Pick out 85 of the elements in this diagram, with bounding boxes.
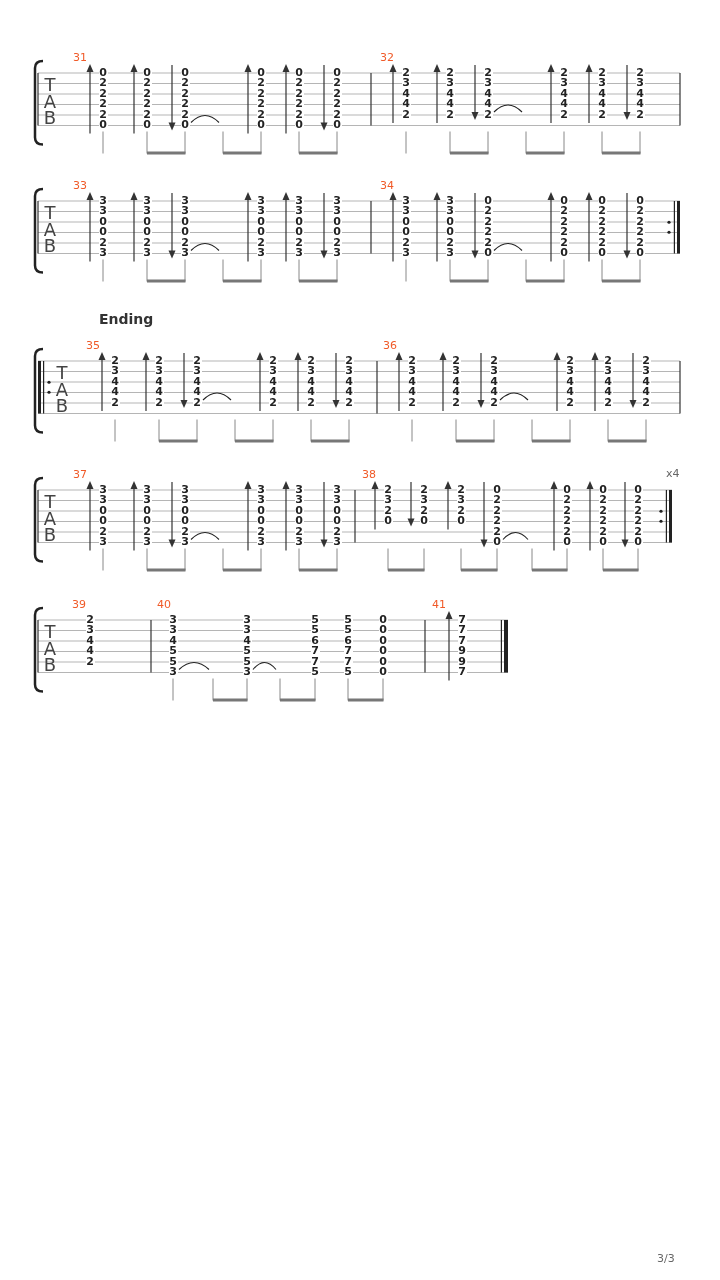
tab-clef-letter: B (43, 656, 57, 674)
fret-numbers: 0 2 2 2 2 0 (294, 67, 304, 131)
fret-numbers: 3 3 0 0 2 3 (98, 195, 108, 259)
tab-clef-letter: T (44, 204, 56, 222)
fret-numbers: 3 3 0 0 2 3 (332, 484, 342, 548)
measure-number: 35 (86, 339, 100, 351)
fret-numbers: 3 3 0 0 2 3 (256, 484, 266, 548)
tab-clef-letter: B (55, 397, 69, 415)
fret-numbers: 2 3 4 4 2 (344, 355, 354, 409)
fret-numbers: 0 2 2 2 2 0 (559, 195, 569, 259)
fret-numbers: 3 3 4 5 5 3 (242, 614, 252, 678)
fret-numbers: 3 3 0 0 2 3 (142, 195, 152, 259)
fret-numbers: 0 2 2 2 2 0 (597, 195, 607, 259)
fret-numbers: 3 3 0 0 2 3 (98, 484, 108, 548)
repeat-count: x4 (666, 467, 680, 479)
page-number: 3/3 (657, 1252, 675, 1264)
fret-numbers: 0 2 2 2 2 0 (142, 67, 152, 131)
fret-numbers: 0 2 2 2 2 0 (598, 484, 608, 548)
fret-numbers: 2 3 4 4 2 (306, 355, 316, 409)
fret-numbers: 2 3 4 4 2 (559, 67, 569, 121)
fret-numbers: 3 3 0 0 2 3 (294, 484, 304, 548)
fret-numbers: 2 3 4 4 2 (407, 355, 417, 409)
tab-clef-letter: T (44, 76, 56, 94)
fret-numbers: 3 3 0 0 2 3 (180, 484, 190, 548)
tab-clef-letter: A (43, 640, 57, 658)
fret-numbers: 2 3 4 4 2 (635, 67, 645, 121)
tab-clef-letter: B (43, 109, 57, 127)
fret-numbers: 3 3 0 0 2 3 (332, 195, 342, 259)
fret-numbers: 0 2 2 2 2 0 (492, 484, 502, 548)
fret-numbers: 0 2 2 2 2 0 (483, 195, 493, 259)
measure-number: 37 (73, 468, 87, 480)
measure-number: 38 (362, 468, 376, 480)
fret-numbers: 5 5 6 7 7 5 (343, 614, 353, 678)
tab-clef-letter: A (43, 221, 57, 239)
fret-numbers: 0 2 2 2 2 0 (256, 67, 266, 131)
fret-numbers: 0 0 0 0 0 0 (378, 614, 388, 678)
fret-numbers: 2 3 4 4 2 (483, 67, 493, 121)
fret-numbers: 2 3 2 0 (383, 484, 393, 527)
measure-number: 32 (380, 51, 394, 63)
measure-number: 33 (73, 179, 87, 191)
fret-numbers: 0 2 2 2 2 0 (332, 67, 342, 131)
fret-numbers: 2 3 4 4 2 (154, 355, 164, 409)
tab-clef-letter: A (43, 93, 57, 111)
tab-clef-letter: T (44, 493, 56, 511)
measure-number: 31 (73, 51, 87, 63)
measure-number: 39 (72, 598, 86, 610)
fret-numbers: 2 3 4 4 2 (401, 67, 411, 121)
tab-clef-letter: T (44, 623, 56, 641)
fret-numbers: 3 3 0 0 2 3 (180, 195, 190, 259)
fret-numbers: 2 3 4 4 2 (445, 67, 455, 121)
fret-numbers: 7 7 7 9 9 7 (457, 614, 467, 678)
fret-numbers: 2 3 4 4 2 (641, 355, 651, 409)
fret-numbers: 2 3 4 4 2 (489, 355, 499, 409)
fret-numbers: 2 3 4 4 2 (603, 355, 613, 409)
fret-numbers: 2 3 2 0 (419, 484, 429, 527)
fret-numbers: 2 3 4 4 2 (268, 355, 278, 409)
fret-numbers: 2 3 4 4 2 (451, 355, 461, 409)
fret-numbers: 5 5 6 7 7 5 (310, 614, 320, 678)
fret-numbers: 0 2 2 2 2 0 (180, 67, 190, 131)
fret-numbers: 2 3 4 4 2 (85, 614, 95, 668)
fret-numbers: 3 3 0 0 2 3 (445, 195, 455, 259)
tab-clef-letter: A (43, 510, 57, 528)
fret-numbers: 0 2 2 2 2 0 (562, 484, 572, 548)
fret-numbers: 0 2 2 2 2 0 (635, 195, 645, 259)
fret-numbers: 2 3 4 4 2 (597, 67, 607, 121)
fret-numbers: 3 3 0 0 2 3 (142, 484, 152, 548)
fret-numbers: 3 3 4 5 5 3 (168, 614, 178, 678)
fret-numbers: 0 2 2 2 2 0 (633, 484, 643, 548)
fret-numbers: 2 3 4 4 2 (192, 355, 202, 409)
fret-numbers: 2 3 4 4 2 (565, 355, 575, 409)
tab-clef-letter: B (43, 526, 57, 544)
measure-number: 36 (383, 339, 397, 351)
fret-numbers: 3 3 0 0 2 3 (256, 195, 266, 259)
measure-number: 40 (157, 598, 171, 610)
measure-number: 41 (432, 598, 446, 610)
measure-number: 34 (380, 179, 394, 191)
fret-numbers: 0 2 2 2 2 0 (98, 67, 108, 131)
tab-clef-letter: A (55, 381, 69, 399)
fret-numbers: 2 3 4 4 2 (110, 355, 120, 409)
fret-numbers: 3 3 0 0 2 3 (294, 195, 304, 259)
section-marker: Ending (99, 312, 154, 326)
tab-clef-letter: B (43, 237, 57, 255)
tab-clef-letter: T (56, 364, 68, 382)
fret-numbers: 3 3 0 0 2 3 (401, 195, 411, 259)
fret-numbers: 2 3 2 0 (456, 484, 466, 527)
